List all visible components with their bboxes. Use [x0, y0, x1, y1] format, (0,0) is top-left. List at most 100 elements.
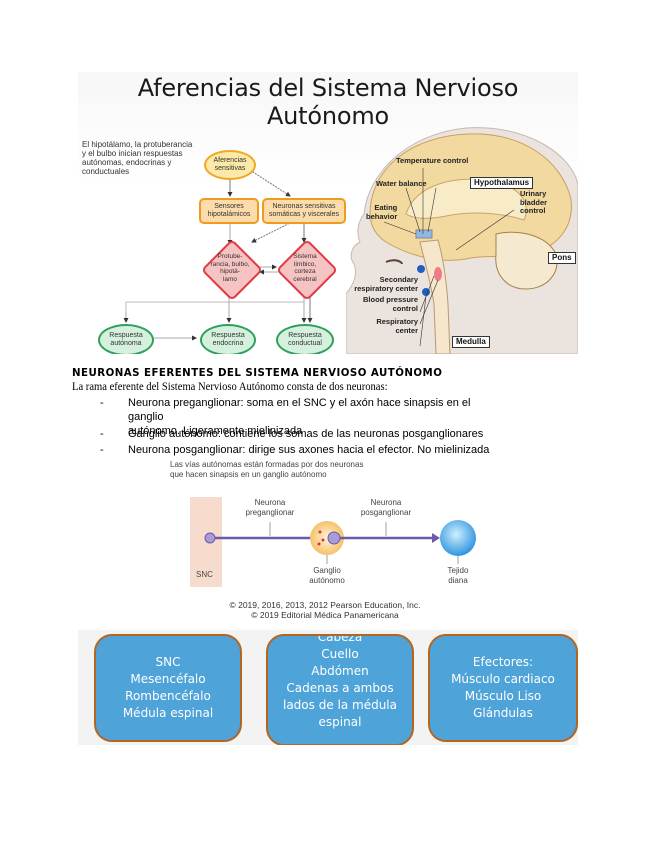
node-line: cerebral — [293, 275, 317, 283]
ganglion-label: Ganglio autónomo — [297, 566, 357, 586]
node-line: autónoma — [110, 340, 142, 347]
box-line: Rombencéfalo — [125, 689, 211, 703]
target-label: Tejido diana — [434, 566, 482, 586]
bullet-postganglionic: Neurona posganglionar: dirige sus axones… — [128, 443, 508, 457]
arrow — [249, 169, 291, 197]
box-line: Cabeza — [317, 634, 363, 644]
hypothalamus-nuclei — [415, 229, 433, 239]
bullet-marker: - — [100, 444, 104, 456]
box-line: espinal — [318, 715, 362, 729]
box-effectors: Efectores: Músculo cardiaco Músculo Liso… — [428, 634, 578, 742]
preganglionic-label: Neurona preganglionar — [230, 498, 310, 518]
box-line: SNC — [155, 655, 181, 669]
label-line: Respiratory — [376, 317, 418, 326]
box-cns-origin: SNC Mesencéfalo Rombencéfalo Médula espi… — [94, 634, 242, 742]
node-line: Respuesta — [211, 332, 245, 339]
box-line: Abdómen — [311, 664, 369, 678]
label-line: control — [520, 206, 546, 215]
figure-caption: Las vías autónomas están formadas por do… — [170, 460, 363, 480]
bullet-line: Ganglio autónomo: contiene los somas de … — [128, 428, 484, 440]
label-medulla: Medulla — [452, 336, 490, 348]
node-line: somáticas y viscerales — [268, 211, 340, 218]
ganglion — [310, 521, 344, 555]
label-line: respiratory center — [354, 283, 418, 293]
box-line: Músculo cardiaco — [451, 672, 555, 686]
copyright: © 2019, 2016, 2013, 2012 Pearson Educati… — [170, 600, 480, 620]
summary-boxes: SNC Mesencéfalo Rombencéfalo Médula espi… — [78, 630, 578, 745]
node-line: rancia, bulbo, — [210, 260, 250, 268]
bullet-line: Neurona preganglionar: soma en el SNC y … — [128, 397, 471, 423]
label-line: autónomo — [309, 576, 345, 585]
neuron-pathway-drawing — [190, 497, 476, 587]
box-line: Cuello — [321, 647, 359, 661]
node-line: sensitivas — [214, 165, 246, 172]
box-line: Mesencéfalo — [130, 672, 206, 686]
postganglionic-soma — [327, 531, 341, 545]
label-line: Ganglio — [313, 566, 341, 575]
label-line: center — [395, 325, 418, 335]
node-line: hipotá- — [220, 268, 240, 275]
brain-illustration: Temperature control Water balance Hypoth… — [345, 124, 578, 354]
respiratory-center-dot — [422, 288, 430, 296]
bp-dot — [434, 267, 442, 281]
efferent-pathway-figure: Las vías autónomas están formadas por do… — [170, 460, 480, 628]
node-line: Respuesta — [288, 332, 322, 339]
label-line: Neurona — [370, 498, 402, 507]
box-line: lados de la médula — [282, 698, 397, 712]
node-line: conductual — [288, 340, 322, 347]
target-tissue — [440, 520, 476, 556]
node-line: Sistema — [293, 253, 317, 260]
intro-line: El hipotálamo, la protuberancia — [82, 140, 193, 149]
box-line: Efectores: — [472, 655, 534, 669]
box-line: Músculo Liso — [464, 689, 542, 703]
label-water-balance: Water balance — [376, 179, 427, 188]
brainstem — [419, 239, 451, 354]
intro-line: y el bulbo inician respuestas — [82, 149, 183, 158]
postganglionic-label: Neurona posganglionar — [346, 498, 426, 518]
section-intro: La rama eferente del Sistema Nervioso Au… — [72, 381, 388, 393]
node-line: lamo — [222, 275, 238, 283]
head-brain-drawing — [345, 127, 578, 354]
corpus-callosum — [405, 178, 527, 221]
node-line: límbico, — [293, 260, 317, 268]
connector — [125, 301, 305, 320]
bullet-line: Neurona posganglionar: dirige sus axones… — [128, 444, 490, 456]
node-line: Neuronas sensitivas — [272, 203, 336, 210]
eye — [385, 259, 403, 265]
box-ganglia-locations: Cabeza Cuello Abdómen Cadenas a ambos la… — [266, 634, 414, 745]
intro-line: conductuales — [82, 167, 130, 176]
node-line: corteza — [294, 268, 316, 275]
label-temperature: Temperature control — [396, 156, 469, 165]
label-line: control — [392, 303, 418, 313]
intro-line: autónomas, endocrinas y — [82, 158, 172, 167]
preganglionic-soma — [204, 532, 216, 544]
brainstem-node: Protube- rancia, bulbo, hipotá- lamo — [200, 238, 264, 302]
node-line: Sensores — [214, 203, 244, 210]
label-line: diana — [448, 576, 468, 585]
slide-intro-text: El hipotálamo, la protuberancia y el bul… — [82, 140, 242, 176]
bullet-preganglionic: Neurona preganglionar: soma en el SNC y … — [128, 396, 508, 438]
cerebellum — [495, 231, 558, 290]
caption-line: Las vías autónomas están formadas por do… — [170, 460, 364, 469]
label-hypothalamus: Hypothalamus — [470, 177, 534, 189]
snc-region — [190, 497, 222, 587]
node-line: hipotalámicos — [207, 211, 251, 218]
box-line: Médula espinal — [122, 706, 214, 720]
copyright-line: © 2019 Editorial Médica Panamericana — [251, 610, 399, 620]
label-line: Neurona — [254, 498, 286, 507]
bullet-marker: - — [100, 397, 104, 409]
label-line: Blood pressure — [362, 295, 418, 304]
box-line: Cadenas a ambos — [286, 681, 394, 695]
arrow — [251, 221, 293, 243]
label-pons: Pons — [548, 252, 576, 264]
bullet-marker: - — [100, 428, 104, 440]
label-line: Secondary — [379, 275, 418, 284]
